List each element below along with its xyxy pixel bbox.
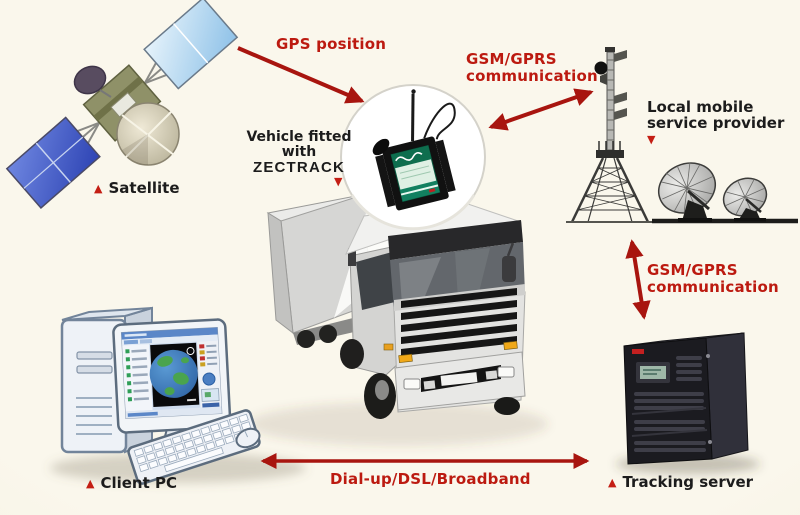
server-lcd — [640, 366, 666, 379]
keyboard — [127, 409, 261, 485]
tower-antenna-fin — [614, 92, 627, 104]
indicator-right — [503, 340, 518, 350]
tower-antenna-fin — [614, 50, 627, 62]
satellite-dishes-illustration — [652, 162, 798, 224]
satellite-label: ▲ Satellite — [94, 179, 180, 197]
gsm-tower-server-arrow — [625, 239, 651, 320]
zectrack-label: ZECTRACK — [252, 159, 346, 176]
client-pc-marker-icon: ▲ — [86, 476, 95, 490]
mirror — [502, 256, 516, 282]
vehicle-truck-illustration — [266, 193, 526, 419]
dialup-label: Dial-up/DSL/Broadband — [330, 470, 531, 488]
side-window — [356, 252, 395, 310]
gps-position-label: GPS position — [276, 35, 387, 53]
device-callout — [340, 84, 486, 231]
device-antenna — [411, 93, 415, 142]
gsm-communication-label-right: GSM/GPRS communication — [647, 261, 779, 296]
satellite-illustration — [5, 0, 239, 209]
vehicle-label: Vehicle fitted with ZECTRACK — [233, 130, 365, 176]
truck-shadow — [248, 402, 548, 446]
tracking-server-marker-icon: ▲ — [608, 475, 617, 489]
server-illustration — [623, 332, 749, 465]
client-pc-illustration — [60, 306, 261, 485]
client-pc-label: ▲ Client PC — [86, 474, 178, 492]
gps-arrow — [237, 46, 365, 104]
sun-visor — [388, 220, 523, 260]
cell-tower-illustration — [566, 47, 652, 223]
mouse — [235, 427, 261, 449]
server-side — [705, 332, 749, 460]
tower-antenna-fin — [614, 108, 627, 120]
connection-arrows — [237, 46, 651, 470]
provider-label: Local mobile service provider ▼ — [647, 98, 785, 146]
server-logo — [632, 349, 644, 354]
tracking-server-label: ▲ Tracking server — [608, 473, 754, 491]
satellite-marker-icon: ▲ — [94, 181, 103, 195]
indicator-left — [398, 353, 413, 363]
grille — [401, 288, 517, 356]
satellite-antenna-oval — [73, 65, 107, 95]
gsm-vehicle-tower-arrow — [488, 88, 594, 131]
tower-dish-dot — [594, 61, 608, 75]
vehicle-marker-icon: ▼ — [334, 175, 343, 188]
provider-marker-icon: ▼ — [647, 133, 656, 146]
zectrack-device — [372, 89, 456, 211]
gsm-communication-label-top: GSM/GPRS communication — [466, 50, 598, 85]
headlight-right — [497, 366, 515, 378]
headlight-left — [403, 378, 421, 390]
device-wire — [423, 102, 456, 140]
